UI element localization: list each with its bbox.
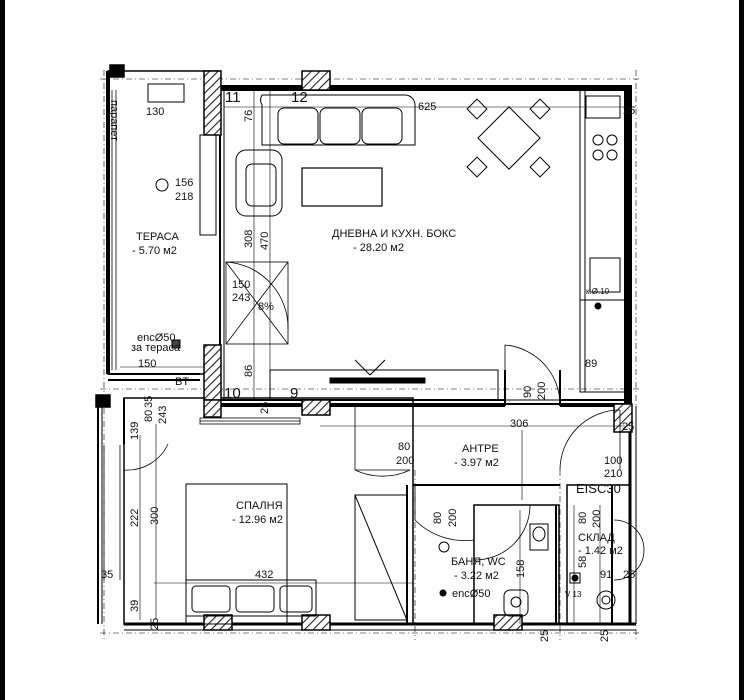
sofa (235, 94, 416, 217)
drain-terrace-label-1: encØ50 (137, 332, 176, 344)
dim-156: 156 (175, 177, 193, 189)
dim-218: 218 (175, 191, 193, 203)
parapet-label: парапет (108, 100, 120, 141)
dim-80c: 80 (432, 512, 444, 524)
slope-label: 8% (258, 301, 274, 313)
dim-210: 210 (604, 468, 622, 480)
image-border-left (0, 0, 5, 700)
dim-100: 100 (604, 455, 622, 467)
dim-625: 625 (418, 101, 436, 113)
dim-432: 432 (255, 569, 273, 581)
image-border-right (739, 0, 744, 700)
terrace-fixtures (147, 83, 217, 349)
ramp (225, 261, 289, 345)
dim-470: 470 (259, 232, 271, 250)
kitchen-vent-label: к.Ø.10 (586, 287, 610, 296)
dim-200a: 200 (536, 382, 548, 400)
dim-243b: 243 (157, 406, 169, 424)
dim-80d: 80 (577, 512, 589, 524)
room-living-area: - 28.20 м2 (353, 242, 404, 254)
bath-fixtures (438, 523, 616, 617)
room-bath-area: - 3.22 м2 (454, 570, 499, 582)
dim-86: 86 (243, 365, 255, 377)
dim-80b: 80 (143, 410, 155, 422)
dim-91: 91 (600, 569, 612, 581)
dim-25g: 25 (599, 630, 611, 642)
room-bedroom-name: СПАЛНЯ (236, 500, 283, 512)
room-storage-name: СКЛАД (578, 532, 615, 544)
dim-25f: 25 (539, 630, 551, 642)
axis-10: 10 (224, 385, 241, 402)
axis-12: 12 (291, 89, 308, 106)
dim-76: 76 (243, 110, 255, 122)
dim-25b: 25 (259, 402, 271, 414)
drain-terrace-label-2: за тераса (131, 342, 181, 354)
room-bath-name: БАНЯ, WC (451, 556, 506, 568)
room-labels: ДНЕВНА И КУХН. БОКС - 28.20 м2 ТЕРАСА - … (132, 228, 623, 582)
dim-200c: 200 (447, 509, 459, 527)
dim-25c: 25 (622, 421, 634, 433)
columns (95, 64, 633, 631)
dim-89: 89 (585, 358, 597, 370)
dim-25d: 25 (623, 569, 635, 581)
room-hall-name: АНТРЕ (462, 443, 499, 455)
room-terrace-area: - 5.70 м2 (132, 245, 177, 257)
doors (123, 344, 645, 581)
room-living-name: ДНЕВНА И КУХН. БОКС (332, 228, 456, 240)
dim-35b: 35 (101, 569, 113, 581)
dim-39: 39 (129, 600, 141, 612)
bt-label: BT (175, 376, 189, 388)
dim-200b: 200 (396, 455, 414, 467)
kitchen-counter (579, 89, 626, 393)
dim-25a: 25 (623, 105, 635, 117)
dim-150b: 150 (138, 358, 156, 370)
dim-139: 139 (129, 422, 141, 440)
windows (103, 90, 470, 625)
ventilation-label: EISC30 (576, 481, 621, 496)
axis-11: 11 (225, 89, 241, 106)
dim-200d: 200 (591, 510, 603, 528)
dim-306: 306 (510, 418, 528, 430)
v13-label: V 13 (565, 590, 582, 599)
tv-console (269, 359, 499, 401)
dim-58: 58 (577, 556, 589, 568)
dim-300: 300 (149, 507, 161, 525)
bed (185, 483, 408, 625)
dining-table (466, 98, 551, 178)
dimension-numbers: 130 625 25 76 156 218 308 470 150 243 15… (101, 101, 635, 642)
dim-25e: 25 (149, 618, 161, 630)
dim-80a: 80 (398, 441, 410, 453)
dim-35a: 35 (143, 396, 155, 408)
dim-222: 222 (129, 509, 141, 527)
dim-150a: 150 (232, 279, 250, 291)
room-storage-area: - 1.42 м2 (578, 545, 623, 557)
room-bedroom-area: - 12.96 м2 (232, 514, 283, 526)
room-terrace-name: ТЕРАСА (136, 231, 179, 243)
dim-158: 158 (515, 560, 527, 578)
dim-308: 308 (243, 230, 255, 248)
coffee-table (301, 167, 383, 207)
axis-9: 9 (290, 385, 298, 402)
annotations: парапет encØ50 за тераса encØ50 EISC30 B… (108, 100, 621, 600)
dimension-lines (120, 90, 636, 624)
dim-90: 90 (522, 386, 534, 398)
dim-243a: 243 (232, 292, 250, 304)
axis-numbers: 11 12 10 9 (224, 89, 308, 402)
room-hall-area: - 3.97 м2 (454, 457, 499, 469)
dim-130: 130 (146, 106, 164, 118)
drain-bath-label: encØ50 (452, 588, 491, 600)
